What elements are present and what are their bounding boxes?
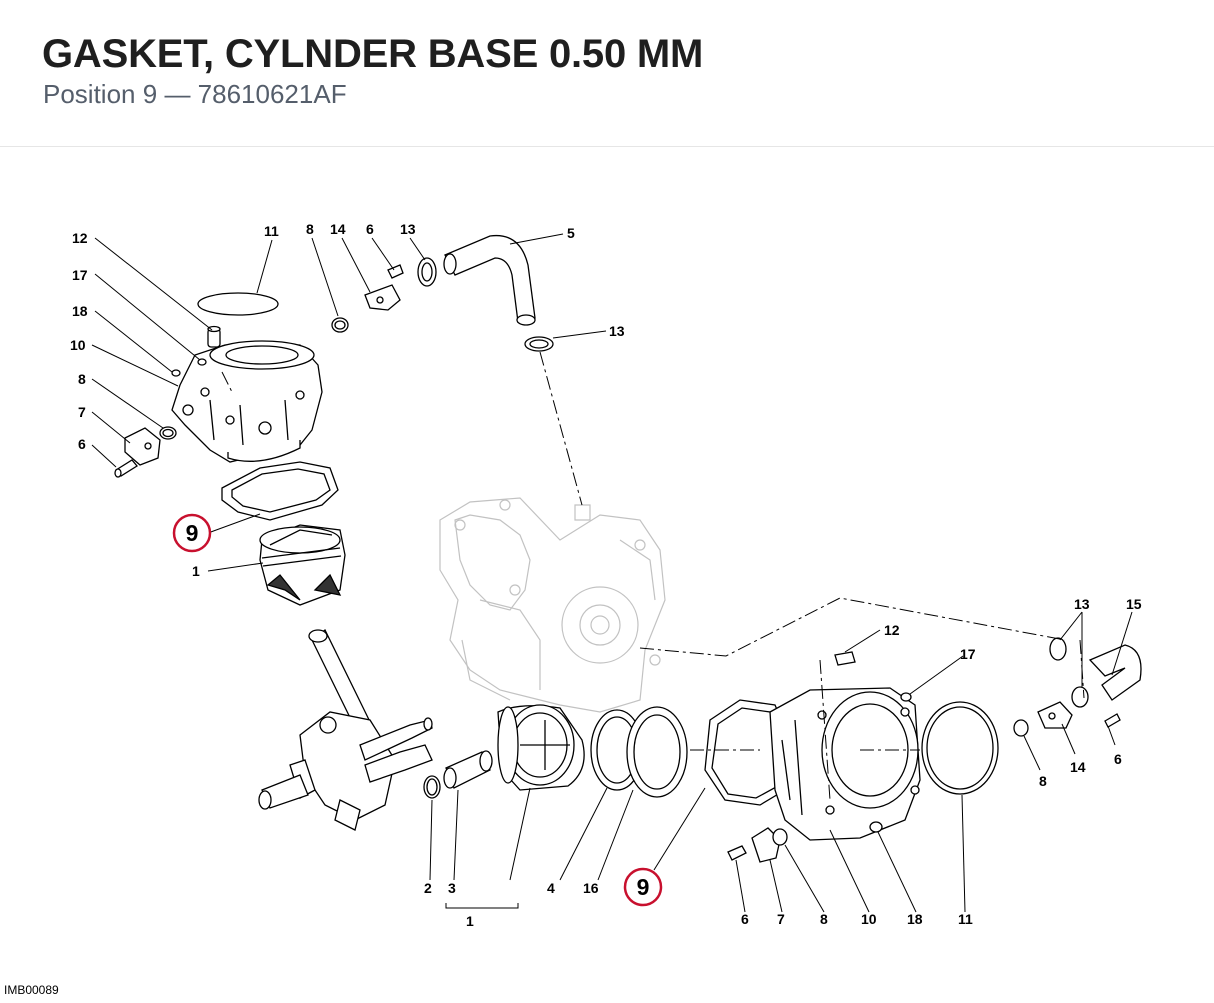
highlighted-callout-bottom[interactable]: 9	[623, 867, 663, 907]
callout-label[interactable]: 11	[958, 911, 973, 927]
callout-label[interactable]: 13	[1074, 596, 1090, 612]
callout-label[interactable]: 1	[466, 913, 474, 929]
image-code: IMB00089	[4, 983, 59, 997]
callout-label[interactable]: 18	[72, 303, 88, 319]
callout-labels: 12 17 18 10 8 7 6 11 8 14 6 13 5 13 1 12…	[70, 221, 1142, 929]
highlight-ring	[172, 513, 212, 553]
cylinder-assembly-top	[114, 292, 346, 606]
cylinder-assembly-bottom	[423, 637, 1142, 863]
callout-label[interactable]: 14	[330, 221, 346, 237]
highlight-label: 9	[186, 520, 199, 546]
callout-label[interactable]: 8	[1039, 773, 1047, 789]
position-label: Position	[43, 79, 136, 109]
position-subtitle: Position 9 — 78610621AF	[43, 78, 347, 110]
callout-label[interactable]: 11	[264, 223, 279, 239]
highlight-ring	[623, 867, 663, 907]
callout-label[interactable]: 8	[820, 911, 828, 927]
exploded-parts-diagram: 12 17 18 10 8 7 6 11 8 14 6 13 5 13 1 12…	[70, 221, 1142, 929]
callout-label[interactable]: 12	[884, 622, 900, 638]
crankcase-outline	[439, 497, 666, 713]
callout-label[interactable]: 1	[192, 563, 200, 579]
page-header: GASKET, CYLNDER BASE 0.50 MM Position 9 …	[0, 0, 1214, 147]
callout-label[interactable]: 5	[567, 225, 575, 241]
page-title: GASKET, CYLNDER BASE 0.50 MM	[42, 32, 704, 76]
part-number: 78610621AF	[197, 79, 347, 109]
callout-label[interactable]: 4	[547, 880, 555, 896]
callout-label[interactable]: 10	[861, 911, 877, 927]
callout-label[interactable]: 12	[72, 230, 88, 246]
callout-label[interactable]: 14	[1070, 759, 1086, 775]
callout-label[interactable]: 15	[1126, 596, 1142, 612]
highlighted-callout-top[interactable]: 9	[172, 513, 212, 553]
callout-label[interactable]: 7	[78, 404, 86, 420]
callout-label[interactable]: 13	[609, 323, 625, 339]
leader-lines	[91, 233, 1133, 913]
highlight-label: 9	[637, 874, 650, 900]
callout-label[interactable]: 6	[366, 221, 374, 237]
callout-label[interactable]: 6	[78, 436, 86, 452]
callout-label[interactable]: 3	[448, 880, 456, 896]
position-number: 9	[142, 79, 158, 109]
callout-label[interactable]: 16	[583, 880, 599, 896]
callout-label[interactable]: 13	[400, 221, 416, 237]
crankshaft	[258, 629, 433, 831]
callout-label[interactable]: 7	[777, 911, 785, 927]
subtitle-separator: —	[164, 79, 191, 109]
callout-label[interactable]: 10	[70, 337, 86, 353]
callout-label[interactable]: 18	[907, 911, 923, 927]
callout-label[interactable]: 6	[741, 911, 749, 927]
water-pipe-top	[331, 234, 554, 352]
callout-label[interactable]: 6	[1114, 751, 1122, 767]
callout-label[interactable]: 8	[78, 371, 86, 387]
callout-label[interactable]: 17	[72, 267, 88, 283]
callout-label[interactable]: 8	[306, 221, 314, 237]
callout-label[interactable]: 17	[960, 646, 976, 662]
callout-label[interactable]: 2	[424, 880, 432, 896]
